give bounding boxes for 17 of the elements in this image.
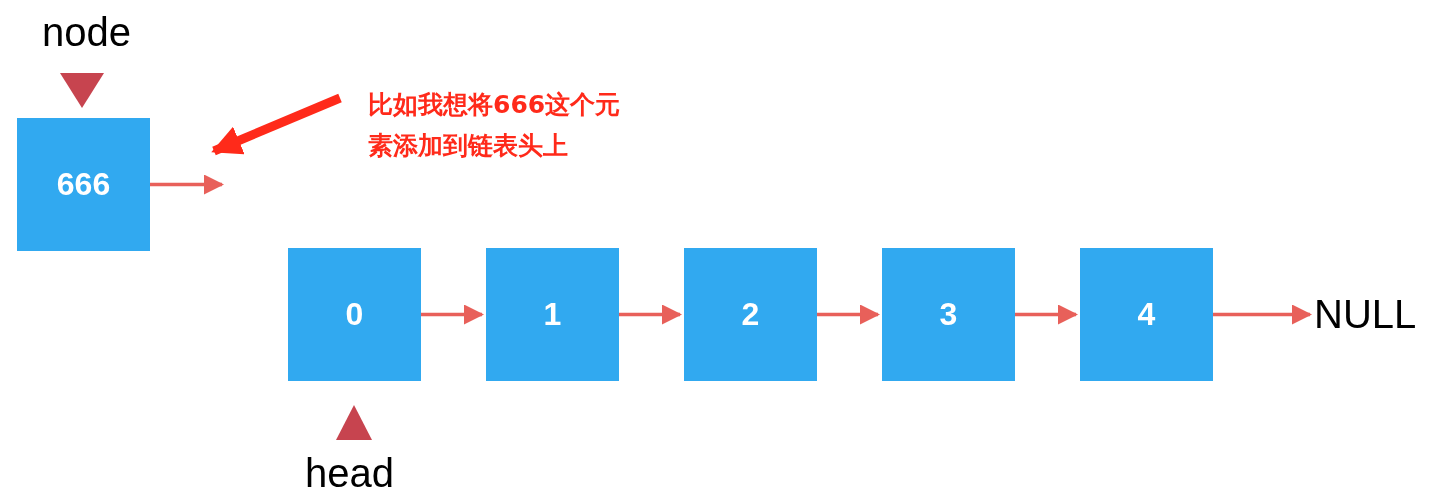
list-node-box: 0 bbox=[288, 248, 421, 381]
list-node-box: 3 bbox=[882, 248, 1015, 381]
annotation-text: 比如我想将666这个元素添加到链表头上 bbox=[368, 84, 636, 166]
arrow bbox=[1015, 304, 1078, 325]
arrow bbox=[150, 174, 224, 195]
arrow bbox=[619, 304, 682, 325]
list-node-box: 4 bbox=[1080, 248, 1213, 381]
arrow bbox=[211, 93, 342, 156]
arrow bbox=[1213, 304, 1312, 325]
list-node-box: 666 bbox=[17, 118, 150, 251]
pointer-label: head bbox=[305, 453, 394, 493]
list-node-box: 1 bbox=[486, 248, 619, 381]
arrow bbox=[421, 304, 484, 325]
pointer-label: node bbox=[42, 12, 131, 52]
arrow bbox=[817, 304, 880, 325]
null-label: NULL bbox=[1314, 294, 1417, 334]
list-node-box: 2 bbox=[684, 248, 817, 381]
